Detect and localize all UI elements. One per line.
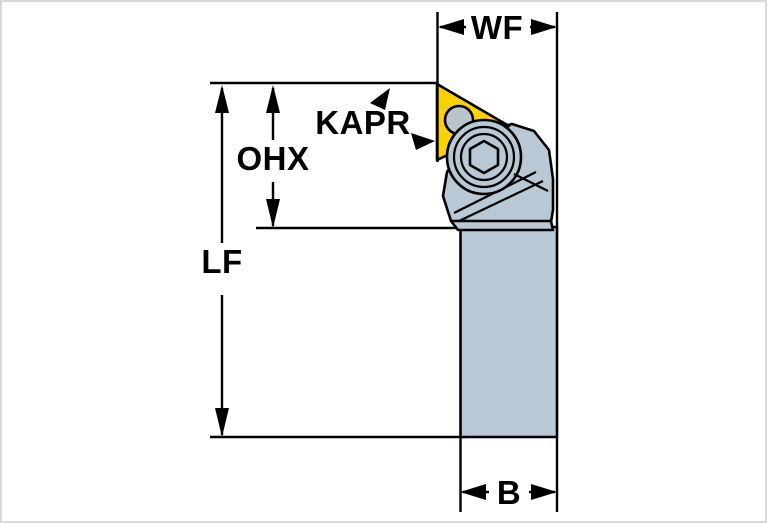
arrow-lf-bottom-icon — [215, 408, 229, 437]
dimension-ohx: OHX — [236, 85, 309, 228]
dimension-label-wf: WF — [471, 9, 523, 46]
arrow-kapr-upper-icon — [370, 88, 390, 110]
arrow-kapr-lower-icon — [411, 133, 435, 150]
arrow-wf-right-icon — [531, 19, 557, 35]
arrow-lf-top-icon — [215, 85, 229, 113]
seat-shim-line-2 — [458, 180, 544, 222]
arrow-b-left-icon — [460, 484, 486, 500]
dimension-wf: WF — [438, 9, 557, 46]
head-base-plate — [449, 219, 555, 232]
clamp-middle-ring — [452, 125, 516, 189]
arrow-ohx-bottom-icon — [266, 199, 280, 228]
dimension-label-kapr: KAPR — [315, 104, 411, 141]
dimension-kapr: KAPR — [315, 88, 435, 150]
dimension-b: B — [460, 474, 557, 511]
tool-shank — [459, 225, 559, 439]
hex-socket-screw — [468, 139, 500, 175]
dimension-lf: LF — [201, 85, 242, 437]
dimension-label-b: B — [497, 474, 521, 511]
clamp-inner-ring — [459, 132, 509, 182]
arrow-ohx-top-icon — [266, 85, 280, 113]
clamp-arm-line — [513, 173, 549, 192]
arrow-wf-left-icon — [438, 19, 464, 35]
dimension-label-ohx: OHX — [236, 140, 309, 177]
extension-lines — [210, 12, 559, 512]
dimension-label-lf: LF — [201, 243, 242, 280]
arrow-b-right-icon — [531, 484, 557, 500]
